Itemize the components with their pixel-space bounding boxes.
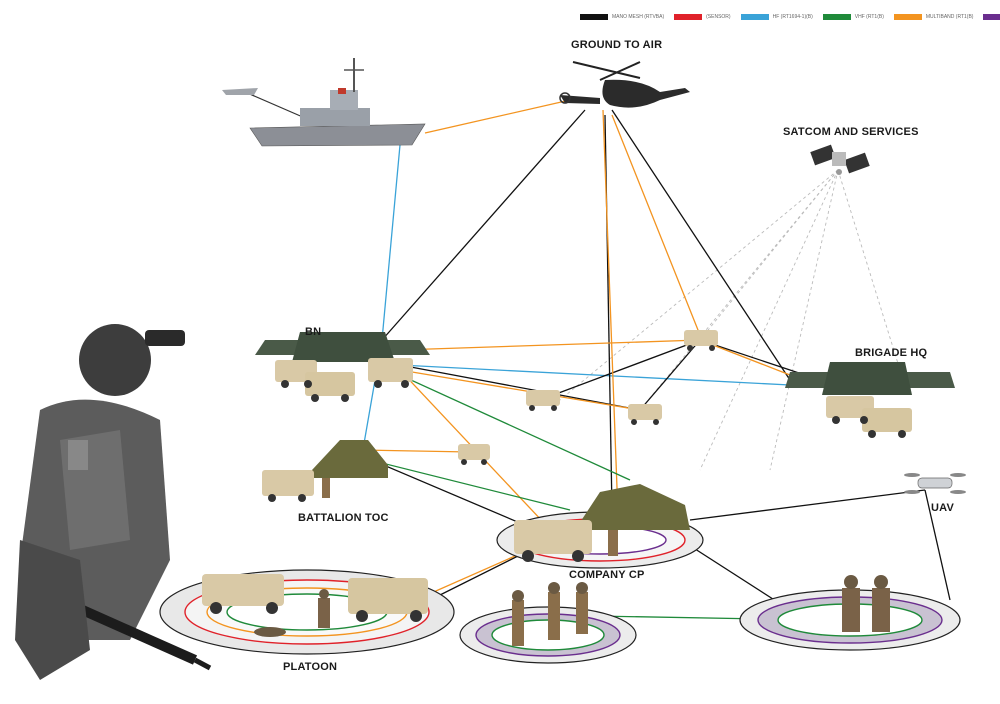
bn-label: BN bbox=[305, 326, 322, 338]
legend-label: MANO MESH (RTVBA) bbox=[612, 14, 665, 20]
legend-item: HF (RT1694-1)(B) bbox=[740, 14, 813, 20]
satcom-label: SATCOM AND SERVICES bbox=[783, 126, 919, 138]
squad-soldiers-image bbox=[512, 582, 588, 646]
company-cp-image bbox=[514, 484, 690, 562]
brigade-hq-label: BRIGADE HQ bbox=[855, 347, 928, 359]
legend-swatch bbox=[983, 14, 1000, 20]
foreground-soldier-image bbox=[15, 324, 212, 680]
company-cp-label: COMPANY CP bbox=[569, 569, 645, 581]
helicopter-image bbox=[559, 61, 690, 108]
battalion-toc-label: BATTALION TOC bbox=[298, 512, 389, 524]
legend-item: MANO MESH (RTVBA) bbox=[580, 14, 664, 20]
platoon-image bbox=[202, 574, 428, 637]
uav-label: UAV bbox=[931, 502, 955, 514]
legend-label: (SENSOR) bbox=[706, 14, 731, 20]
uav-squad-soldiers-image bbox=[842, 575, 890, 632]
legend-item: VHF (RT1(B) bbox=[822, 14, 884, 20]
ship-image bbox=[222, 58, 426, 147]
legend-label: HF (RT1694-1)(B) bbox=[772, 14, 813, 20]
legend-swatch bbox=[893, 14, 922, 20]
brigade-hq-image bbox=[785, 362, 955, 438]
legend-label: VHF (RT1(B) bbox=[854, 14, 884, 20]
platoon-label: PLATOON bbox=[283, 661, 338, 673]
legend-label: MULTIBAND (RT1(B) bbox=[925, 14, 974, 20]
legend: MANO MESH (RTVBA) (SENSOR) HF (RT1694-1)(B… bbox=[580, 14, 1000, 20]
legend-swatch bbox=[740, 14, 769, 20]
ground-to-air-label: GROUND TO AIR bbox=[571, 39, 663, 51]
legend-swatch bbox=[580, 14, 608, 20]
relay-vehicles bbox=[458, 330, 718, 465]
battalion-toc-image bbox=[262, 440, 388, 502]
satellite-image bbox=[810, 144, 870, 175]
bn-hq-image bbox=[255, 332, 430, 402]
legend-item: (SENSOR) bbox=[674, 14, 731, 20]
legend-item: MULTIBAND (RT1(B) bbox=[893, 14, 974, 20]
legend-item: UHF (RT(B) bbox=[983, 14, 1000, 20]
legend-swatch bbox=[674, 14, 703, 20]
uav-image bbox=[904, 473, 966, 494]
legend-swatch bbox=[822, 14, 851, 20]
